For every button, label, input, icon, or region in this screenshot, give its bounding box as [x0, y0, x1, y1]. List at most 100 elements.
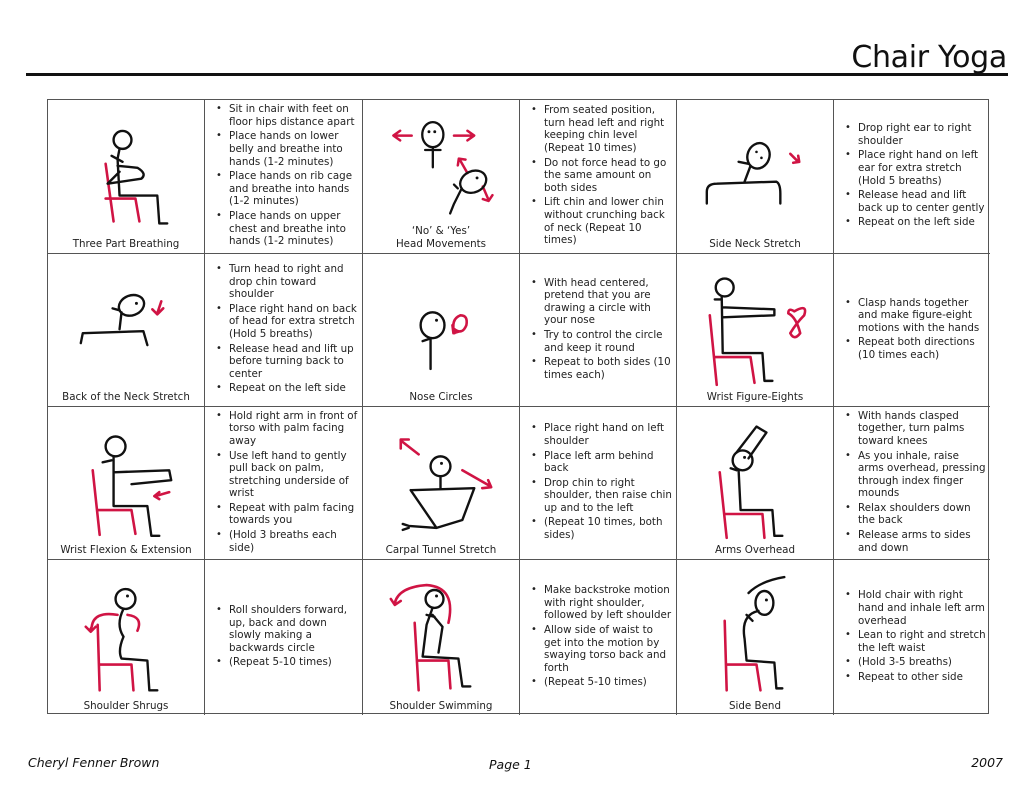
step-item: Repeat on the left side [215, 382, 359, 395]
wrist-figure-eight-figure-icon [708, 277, 807, 387]
pose-illustration-cell: Side Bend [677, 560, 834, 715]
shoulder-swimming-figure-icon [389, 583, 472, 692]
pose-steps-cell: Sit in chair with feet on floor hips dis… [205, 100, 363, 254]
step-item: Place left arm behind back [530, 450, 673, 475]
pose-table: Three Part Breathing Sit in chair with f… [47, 99, 990, 715]
pose-steps-cell: Clasp hands together and make figure-eig… [834, 254, 990, 407]
pose-steps-list: Hold chair with right hand and inhale le… [844, 589, 987, 685]
pose-name: Arms Overhead [714, 543, 796, 556]
step-item: Repeat to both sides (10 times each) [530, 356, 673, 381]
step-item: Repeat with palm facing towards you [215, 502, 359, 527]
step-item: Place right hand on left shoulder [530, 422, 673, 447]
pose-illustration-cell: Back of the Neck Stretch [48, 254, 205, 407]
step-item: With head centered, pretend that you are… [530, 277, 673, 327]
side-neck-stretch-figure-icon [705, 141, 801, 205]
pose-illustration-cell: ‘No’ & ‘Yes’ Head Movements [363, 100, 520, 254]
footer-year: 2007 [971, 755, 1003, 770]
pose-name: Wrist Flexion & Extension [60, 543, 192, 556]
head-movement-arrows-icon [392, 120, 494, 215]
step-item: Release head and lift back up to center … [844, 189, 987, 214]
pose-steps-list: Sit in chair with feet on floor hips dis… [215, 103, 359, 250]
step-item: Drop chin to right shoulder, then raise … [530, 477, 673, 515]
pose-steps-list: Drop right ear to right shoulder Place r… [844, 122, 987, 231]
shoulder-shrug-figure-icon [84, 587, 159, 692]
page-title: Chair Yoga [851, 40, 1007, 75]
pose-steps-cell: Turn head to right and drop chin toward … [205, 254, 363, 407]
pose-illustration-cell: Shoulder Swimming [363, 560, 520, 715]
step-item: Place hands on rib cage and breathe into… [215, 170, 359, 208]
pose-name: Shoulder Shrugs [83, 699, 169, 712]
pose-steps-cell: With hands clasped together, turn palms … [834, 407, 990, 560]
nose-circle-figure-icon [419, 311, 469, 371]
pose-steps-cell: Hold right arm in front of torso with pa… [205, 407, 363, 560]
pose-steps-list: Place right hand on left shoulder Place … [530, 422, 673, 543]
title-divider [26, 73, 1008, 76]
pose-illustration-cell: Arms Overhead [677, 407, 834, 560]
pose-steps-cell: Place right hand on left shoulder Place … [520, 407, 677, 560]
step-item: Release arms to sides and down [844, 529, 987, 554]
step-item: (Repeat 5-10 times) [215, 656, 359, 669]
back-neck-stretch-figure-icon [79, 293, 165, 347]
step-item: Lean to right and stretch the left waist [844, 629, 987, 654]
pose-name: Side Bend [728, 699, 781, 712]
pose-steps-cell: Hold chair with right hand and inhale le… [834, 560, 990, 715]
footer-author: Cheryl Fenner Brown [28, 755, 160, 770]
step-item: Repeat on the left side [844, 216, 987, 229]
pose-steps-cell: Roll shoulders forward, up, back and dow… [205, 560, 363, 715]
pose-steps-list: Clasp hands together and make figure-eig… [844, 297, 987, 364]
step-item: Repeat both directions (10 times each) [844, 336, 987, 361]
pose-illustration-cell: Carpal Tunnel Stretch [363, 407, 520, 560]
pose-name: Wrist Figure-Eights [706, 390, 804, 403]
step-item: From seated position, turn head left and… [530, 104, 673, 154]
step-item: Lift chin and lower chin without crunchi… [530, 196, 673, 246]
pose-illustration-cell: Three Part Breathing [48, 100, 205, 254]
footer-page-number: Page 1 [489, 757, 532, 772]
pose-name: ‘No’ & ‘Yes’ Head Movements [395, 225, 487, 250]
step-item: Repeat to other side [844, 671, 987, 684]
pose-illustration-cell: Wrist Figure-Eights [677, 254, 834, 407]
pose-steps-list: Make backstroke motion with right should… [530, 584, 673, 691]
pose-illustration-cell: Nose Circles [363, 254, 520, 407]
pose-name: Three Part Breathing [72, 237, 180, 250]
step-item: (Repeat 10 times, both sides) [530, 516, 673, 541]
pose-steps-cell: Make backstroke motion with right should… [520, 560, 677, 715]
pose-name: Carpal Tunnel Stretch [385, 543, 497, 556]
pose-name: Shoulder Swimming [389, 699, 493, 712]
pose-name: Side Neck Stretch [709, 237, 801, 250]
step-item: Turn head to right and drop chin toward … [215, 263, 359, 301]
pose-steps-list: Turn head to right and drop chin toward … [215, 263, 359, 397]
pose-name: Nose Circles [409, 390, 473, 403]
pose-steps-cell: With head centered, pretend that you are… [520, 254, 677, 407]
step-item: (Repeat 5-10 times) [530, 676, 673, 689]
arms-overhead-figure-icon [718, 425, 784, 540]
pose-steps-list: Hold right arm in front of torso with pa… [215, 410, 359, 557]
step-item: Hold right arm in front of torso with pa… [215, 410, 359, 448]
pose-steps-list: Roll shoulders forward, up, back and dow… [215, 604, 359, 671]
carpal-tunnel-figure-icon [399, 438, 493, 532]
step-item: Do not force head to go the same amount … [530, 157, 673, 195]
step-item: Place right hand on left ear for extra s… [844, 149, 987, 187]
pose-steps-cell: Drop right ear to right shoulder Place r… [834, 100, 990, 254]
step-item: Roll shoulders forward, up, back and dow… [215, 604, 359, 654]
wrist-flexion-figure-icon [91, 435, 173, 538]
step-item: Clasp hands together and make figure-eig… [844, 297, 987, 335]
pose-steps-list: With hands clasped together, turn palms … [844, 410, 987, 557]
pose-name: Back of the Neck Stretch [62, 390, 190, 403]
step-item: Release head and lift up before turning … [215, 343, 359, 381]
step-item: With hands clasped together, turn palms … [844, 410, 987, 448]
step-item: Place hands on upper chest and breathe i… [215, 210, 359, 248]
step-item: Place right hand on back of head for ext… [215, 303, 359, 341]
pose-illustration-cell: Wrist Flexion & Extension [48, 407, 205, 560]
step-item: Make backstroke motion with right should… [530, 584, 673, 622]
pose-steps-cell: From seated position, turn head left and… [520, 100, 677, 254]
stick-figure-seated-breathing-icon [104, 129, 169, 225]
step-item: Place hands on lower belly and breathe i… [215, 130, 359, 168]
pose-steps-list: From seated position, turn head left and… [530, 104, 673, 249]
side-bend-figure-icon [723, 575, 786, 692]
step-item: Sit in chair with feet on floor hips dis… [215, 103, 359, 128]
pose-illustration-cell: Shoulder Shrugs [48, 560, 205, 715]
pose-illustration-cell: Side Neck Stretch [677, 100, 834, 254]
step-item: (Hold 3 breaths each side) [215, 529, 359, 554]
step-item: Drop right ear to right shoulder [844, 122, 987, 147]
step-item: Use left hand to gently pull back on pal… [215, 450, 359, 500]
